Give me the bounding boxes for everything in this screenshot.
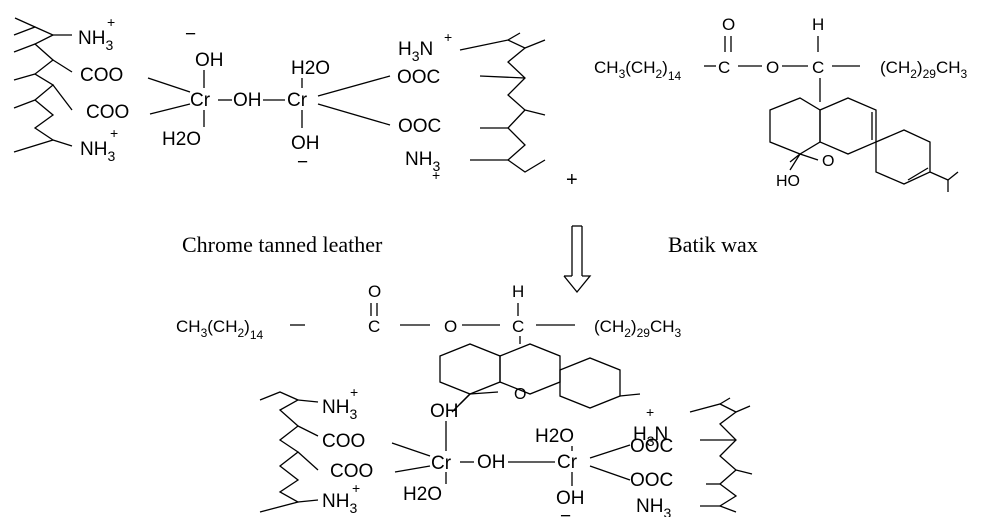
nh3-group-right: NH3	[405, 149, 440, 174]
water-ligand: H2O	[291, 58, 330, 79]
coo-group-2: COO	[330, 461, 373, 482]
minus-charge: −	[297, 152, 308, 173]
ooc-group-1: OOC	[630, 436, 673, 457]
ch2-29-ch3-chain: (CH2)29CH3	[880, 58, 968, 81]
caption-chrome-tanned-leather: Chrome tanned leather	[182, 232, 383, 257]
product-structure: CH3(CH2)14 C O O C H (CH2)29CH3 O NH3 + …	[176, 282, 753, 517]
nh3-group-top: NH3	[322, 397, 357, 422]
nh3-group-bottom: NH3	[80, 139, 115, 164]
chromium-atom-1: Cr	[431, 453, 452, 474]
hydroxyl-top: OH	[430, 401, 459, 422]
water-ligand: H2O	[535, 426, 574, 447]
plus-charge: +	[432, 167, 440, 183]
hydroxyl-top: OH	[195, 50, 224, 71]
carbonyl-carbon: C	[718, 58, 730, 77]
ester-oxygen: O	[766, 58, 779, 77]
plus-charge: +	[646, 404, 654, 420]
plus-charge: +	[350, 384, 358, 400]
chromium-atom-2: Cr	[557, 452, 578, 473]
carbonyl-oxygen: O	[368, 282, 381, 301]
minus-charge: −	[560, 506, 571, 517]
hydroxyl-bottom: OH	[556, 488, 585, 509]
plus-charge: +	[110, 125, 118, 141]
hydroxyl-bottom: OH	[291, 133, 320, 154]
chromium-atom-1: Cr	[190, 90, 211, 111]
hydrogen-atom: H	[512, 282, 524, 301]
nh3-group-top: NH3	[78, 28, 113, 53]
water-ligand: H2O	[162, 129, 201, 150]
chromium-atom-2: Cr	[287, 90, 308, 111]
plus-charge: +	[107, 14, 115, 30]
acid-carbonyl-oxygen: O	[822, 153, 834, 170]
methine-carbon: C	[512, 317, 524, 336]
carbonyl-carbon: C	[368, 317, 380, 336]
ooc-group-2: OOC	[398, 116, 441, 137]
carbonyl-oxygen: O	[722, 15, 735, 34]
methine-carbon: C	[812, 58, 824, 77]
double-down-arrow-icon	[563, 225, 592, 294]
coo-group-1: COO	[80, 65, 123, 86]
plus-charge: +	[444, 29, 452, 45]
ch3ch2-chain: CH3(CH2)14	[594, 58, 682, 83]
ch3ch2-chain: CH3(CH2)14	[176, 317, 264, 342]
ooc-group-2: OOC	[630, 470, 673, 491]
nh3-group-right: NH3	[636, 496, 671, 517]
ooc-group-1: OOC	[397, 67, 440, 88]
nh3-group-bottom: NH3	[322, 491, 357, 516]
caption-batik-wax: Batik wax	[668, 232, 758, 257]
plus-sign: +	[566, 169, 578, 191]
ester-oxygen: O	[444, 317, 457, 336]
coo-group-1: COO	[322, 431, 365, 452]
minus-charge: −	[185, 24, 196, 45]
hydroxy-group: HO	[776, 173, 800, 190]
coo-group-2: COO	[86, 102, 129, 123]
water-ligand: H2O	[403, 484, 442, 505]
bridging-hydroxyl: OH	[233, 90, 262, 111]
acid-carbonyl-oxygen: O	[514, 386, 526, 403]
bridging-hydroxyl: OH	[477, 452, 506, 473]
h3n-group: H3N	[398, 39, 433, 64]
plus-charge: +	[352, 480, 360, 496]
hydrogen-atom: H	[812, 15, 824, 34]
batik-wax-structure: CH3(CH2)14 C O O C H (CH2)29CH3 O HO	[594, 15, 968, 192]
ch2-29-ch3-chain: (CH2)29CH3	[594, 317, 682, 340]
h3n-group: H3N	[633, 424, 668, 449]
chrome-tanned-leather-structure: NH3 + COO COO NH3 + Cr OH − H2O OH Cr H2…	[13, 14, 546, 183]
